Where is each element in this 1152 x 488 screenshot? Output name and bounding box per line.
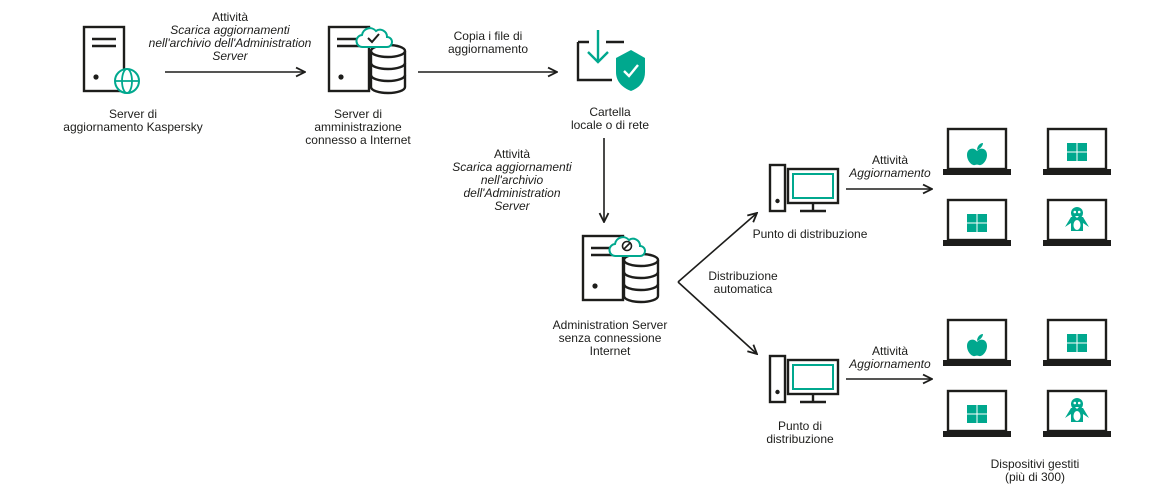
dp-top-label-1: Punto di distribuzione: [752, 227, 868, 241]
laptop-device: [941, 127, 1013, 177]
kaspersky-server-node: [82, 25, 140, 94]
copy-files-line-2: aggiornamento: [447, 42, 529, 56]
download-2-task-4: Server: [494, 199, 530, 213]
devices-label-1: Dispositivi gestiti: [990, 457, 1080, 471]
folder-download-shield-icon: [576, 30, 645, 91]
auto-distribution-line-2: automatica: [713, 282, 773, 296]
laptop-device: [1041, 389, 1113, 439]
device-group-bottom: [941, 318, 1113, 439]
update-top-label: Attività Aggiornamento: [840, 154, 940, 180]
admin-server-offline-label-3: Internet: [589, 344, 631, 358]
download-2-label: Attività Scarica aggiornamenti nell'arch…: [447, 148, 577, 213]
download-1-title: Attività: [211, 10, 248, 24]
download-1-task-3: Server: [212, 49, 248, 63]
dp-bottom-label: Punto di distribuzione: [740, 420, 860, 446]
laptop-device: [941, 318, 1013, 368]
admin-server-offline-label-1: Administration Server: [552, 318, 668, 332]
desktop-computer-icon: [768, 354, 840, 404]
arrow-auto-distribution-bottom: [677, 281, 757, 354]
update-bottom-label: Attività Aggiornamento: [840, 345, 940, 371]
admin-server-online-label-1: Server di: [333, 107, 383, 121]
download-2-title: Attività: [493, 147, 530, 161]
update-bottom-task: Aggiornamento: [849, 357, 931, 371]
kaspersky-server-label: Server di aggiornamento Kaspersky: [48, 108, 218, 134]
server-database-cloud-blocked-icon: [581, 234, 660, 304]
kaspersky-server-label-1: Server di: [108, 107, 158, 121]
distribution-point-bottom: [768, 354, 840, 404]
download-2-task-1: Scarica aggiornamenti: [452, 160, 572, 174]
admin-server-online-label-2: amministrazione: [314, 120, 402, 134]
folder-label: Cartella locale o di rete: [550, 106, 670, 132]
laptop-device: [941, 389, 1013, 439]
desktop-computer-icon: [768, 163, 840, 213]
auto-distribution-line-1: Distribuzione: [708, 269, 778, 283]
admin-server-online-label: Server di amministrazione connesso a Int…: [283, 108, 433, 147]
server-database-cloud-check-icon: [327, 25, 407, 95]
arrow-auto-distribution-top: [677, 213, 757, 283]
folder-label-1: Cartella: [589, 105, 631, 119]
distribution-point-top: [768, 163, 840, 213]
update-bottom-title: Attività: [871, 344, 908, 358]
copy-files-label: Copia i file di aggiornamento: [428, 30, 548, 56]
admin-server-offline-label: Administration Server senza connessione …: [530, 319, 690, 358]
laptop-device: [1041, 198, 1113, 248]
auto-distribution-label: Distribuzione automatica: [693, 270, 793, 296]
laptop-device: [1041, 318, 1113, 368]
copy-files-line-1: Copia i file di: [453, 29, 523, 43]
laptop-device: [941, 198, 1013, 248]
folder-node: [576, 30, 645, 91]
download-1-task-2: nell'archivio dell'Administration: [148, 36, 312, 50]
dp-top-label: Punto di distribuzione: [735, 228, 885, 241]
dp-bottom-label-2: distribuzione: [766, 432, 834, 446]
download-1-task-1: Scarica aggiornamenti: [170, 23, 290, 37]
dp-bottom-label-1: Punto di: [777, 419, 823, 433]
admin-server-offline-label-2: senza connessione: [558, 331, 662, 345]
update-top-title: Attività: [871, 153, 908, 167]
download-1-label: Attività Scarica aggiornamenti nell'arch…: [140, 11, 320, 63]
download-2-task-3: dell'Administration: [463, 186, 561, 200]
laptop-device: [1041, 127, 1113, 177]
admin-server-offline-node: [581, 234, 660, 304]
device-group-top: [941, 127, 1113, 248]
update-top-task: Aggiornamento: [849, 166, 931, 180]
devices-label: Dispositivi gestiti (più di 300): [970, 458, 1100, 484]
admin-server-online-node: [327, 25, 407, 95]
server-globe-icon: [82, 25, 140, 94]
admin-server-online-label-3: connesso a Internet: [305, 133, 411, 147]
download-2-task-2: nell'archivio: [480, 173, 544, 187]
devices-label-2: (più di 300): [1004, 470, 1066, 484]
folder-label-2: locale o di rete: [570, 118, 650, 132]
kaspersky-server-label-2: aggiornamento Kaspersky: [63, 120, 203, 134]
